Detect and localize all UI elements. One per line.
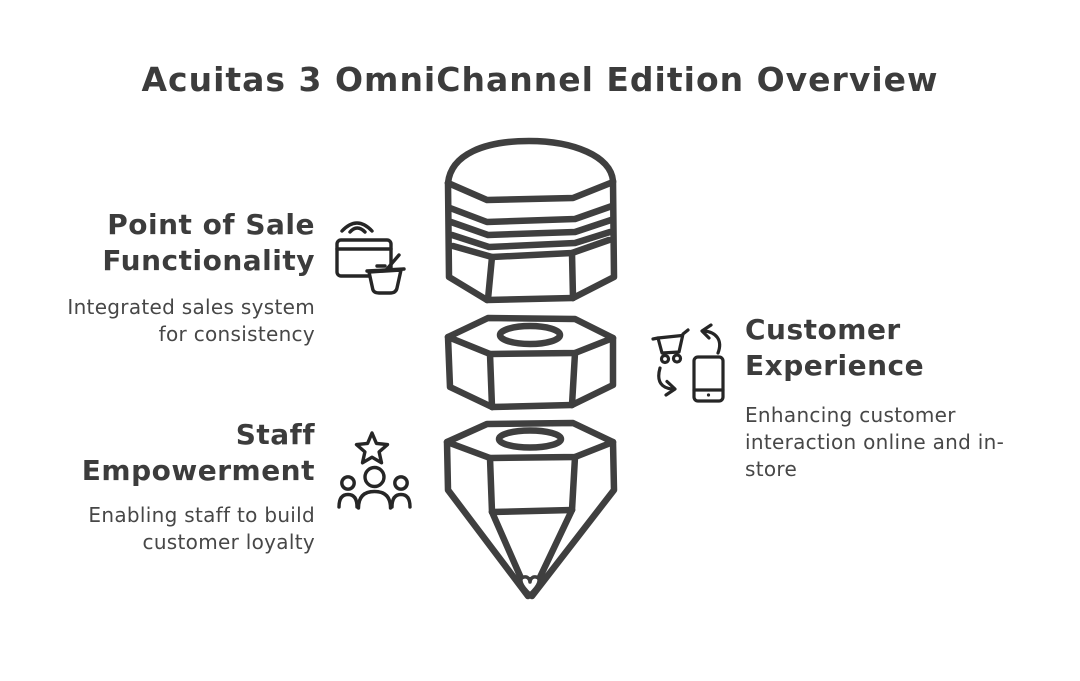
- person-shoulders-center: [356, 489, 393, 510]
- heart-shape: [519, 575, 541, 596]
- funnel-cone-tip: [488, 506, 576, 598]
- sync-arrow-up: [702, 329, 722, 355]
- cx-description: Enhancing customer interaction online an…: [745, 402, 1065, 483]
- person-head: [340, 475, 356, 491]
- staff-description-line: Enabling staff to build: [88, 503, 315, 527]
- staff-heading: Staff Empowerment: [15, 417, 315, 489]
- pencil-funnel-illustration: [443, 137, 618, 600]
- funnel-segment-hex-nut-lower: [443, 419, 618, 600]
- cx-description-line: store: [745, 457, 798, 481]
- contactless-pos-terminal-with-basket-icon: [335, 221, 406, 295]
- person-shoulders: [337, 492, 359, 509]
- pos-description-line: for consistency: [158, 322, 315, 346]
- shopping-cart-rim: [656, 333, 684, 340]
- staff-description-line: customer loyalty: [142, 530, 315, 554]
- funnel-segment-hex-nut-upper: [444, 314, 617, 411]
- cx-description-line: interaction online and in-: [745, 430, 1005, 454]
- funnel-segment-ridged-cap: [444, 137, 618, 304]
- contactless-wave-inner: [348, 226, 367, 234]
- person-head: [393, 475, 409, 491]
- pos-heading: Point of Sale Functionality: [15, 207, 315, 279]
- cart-wheel: [659, 353, 671, 365]
- contactless-wave-outer: [340, 221, 374, 233]
- pos-heading-line: Functionality: [102, 244, 315, 277]
- phone-button: [706, 393, 711, 397]
- cx-description-line: Enhancing customer: [745, 403, 956, 427]
- basket-body: [367, 268, 403, 295]
- person-shoulders: [390, 492, 412, 509]
- pos-description: Integrated sales system for consistency: [15, 294, 315, 348]
- star: [354, 431, 390, 465]
- sync-arrow-down-head: [664, 379, 677, 397]
- cx-heading-line: Experience: [745, 349, 925, 382]
- staff-description: Enabling staff to build customer loyalty: [15, 502, 315, 556]
- pos-heading-line: Point of Sale: [107, 208, 315, 241]
- cx-heading-line: Customer: [745, 313, 901, 346]
- sync-arrow-up-head: [700, 323, 713, 340]
- shopping-cart: [651, 328, 690, 355]
- basket-handle: [385, 253, 401, 271]
- page-title: Acuitas 3 OmniChannel Edition Overview: [141, 60, 939, 99]
- basket-rim: [365, 267, 406, 273]
- sync-arrow-down: [657, 366, 674, 391]
- team-with-star-icon: [337, 431, 412, 510]
- cart-wheel: [671, 353, 683, 364]
- person-head-center: [363, 465, 386, 489]
- staff-heading-line: Staff: [235, 418, 315, 451]
- cx-heading: Customer Experience: [745, 312, 1065, 384]
- cart-phone-sync-icon: [651, 323, 725, 403]
- pos-description-line: Integrated sales system: [67, 295, 315, 319]
- staff-heading-line: Empowerment: [81, 454, 315, 487]
